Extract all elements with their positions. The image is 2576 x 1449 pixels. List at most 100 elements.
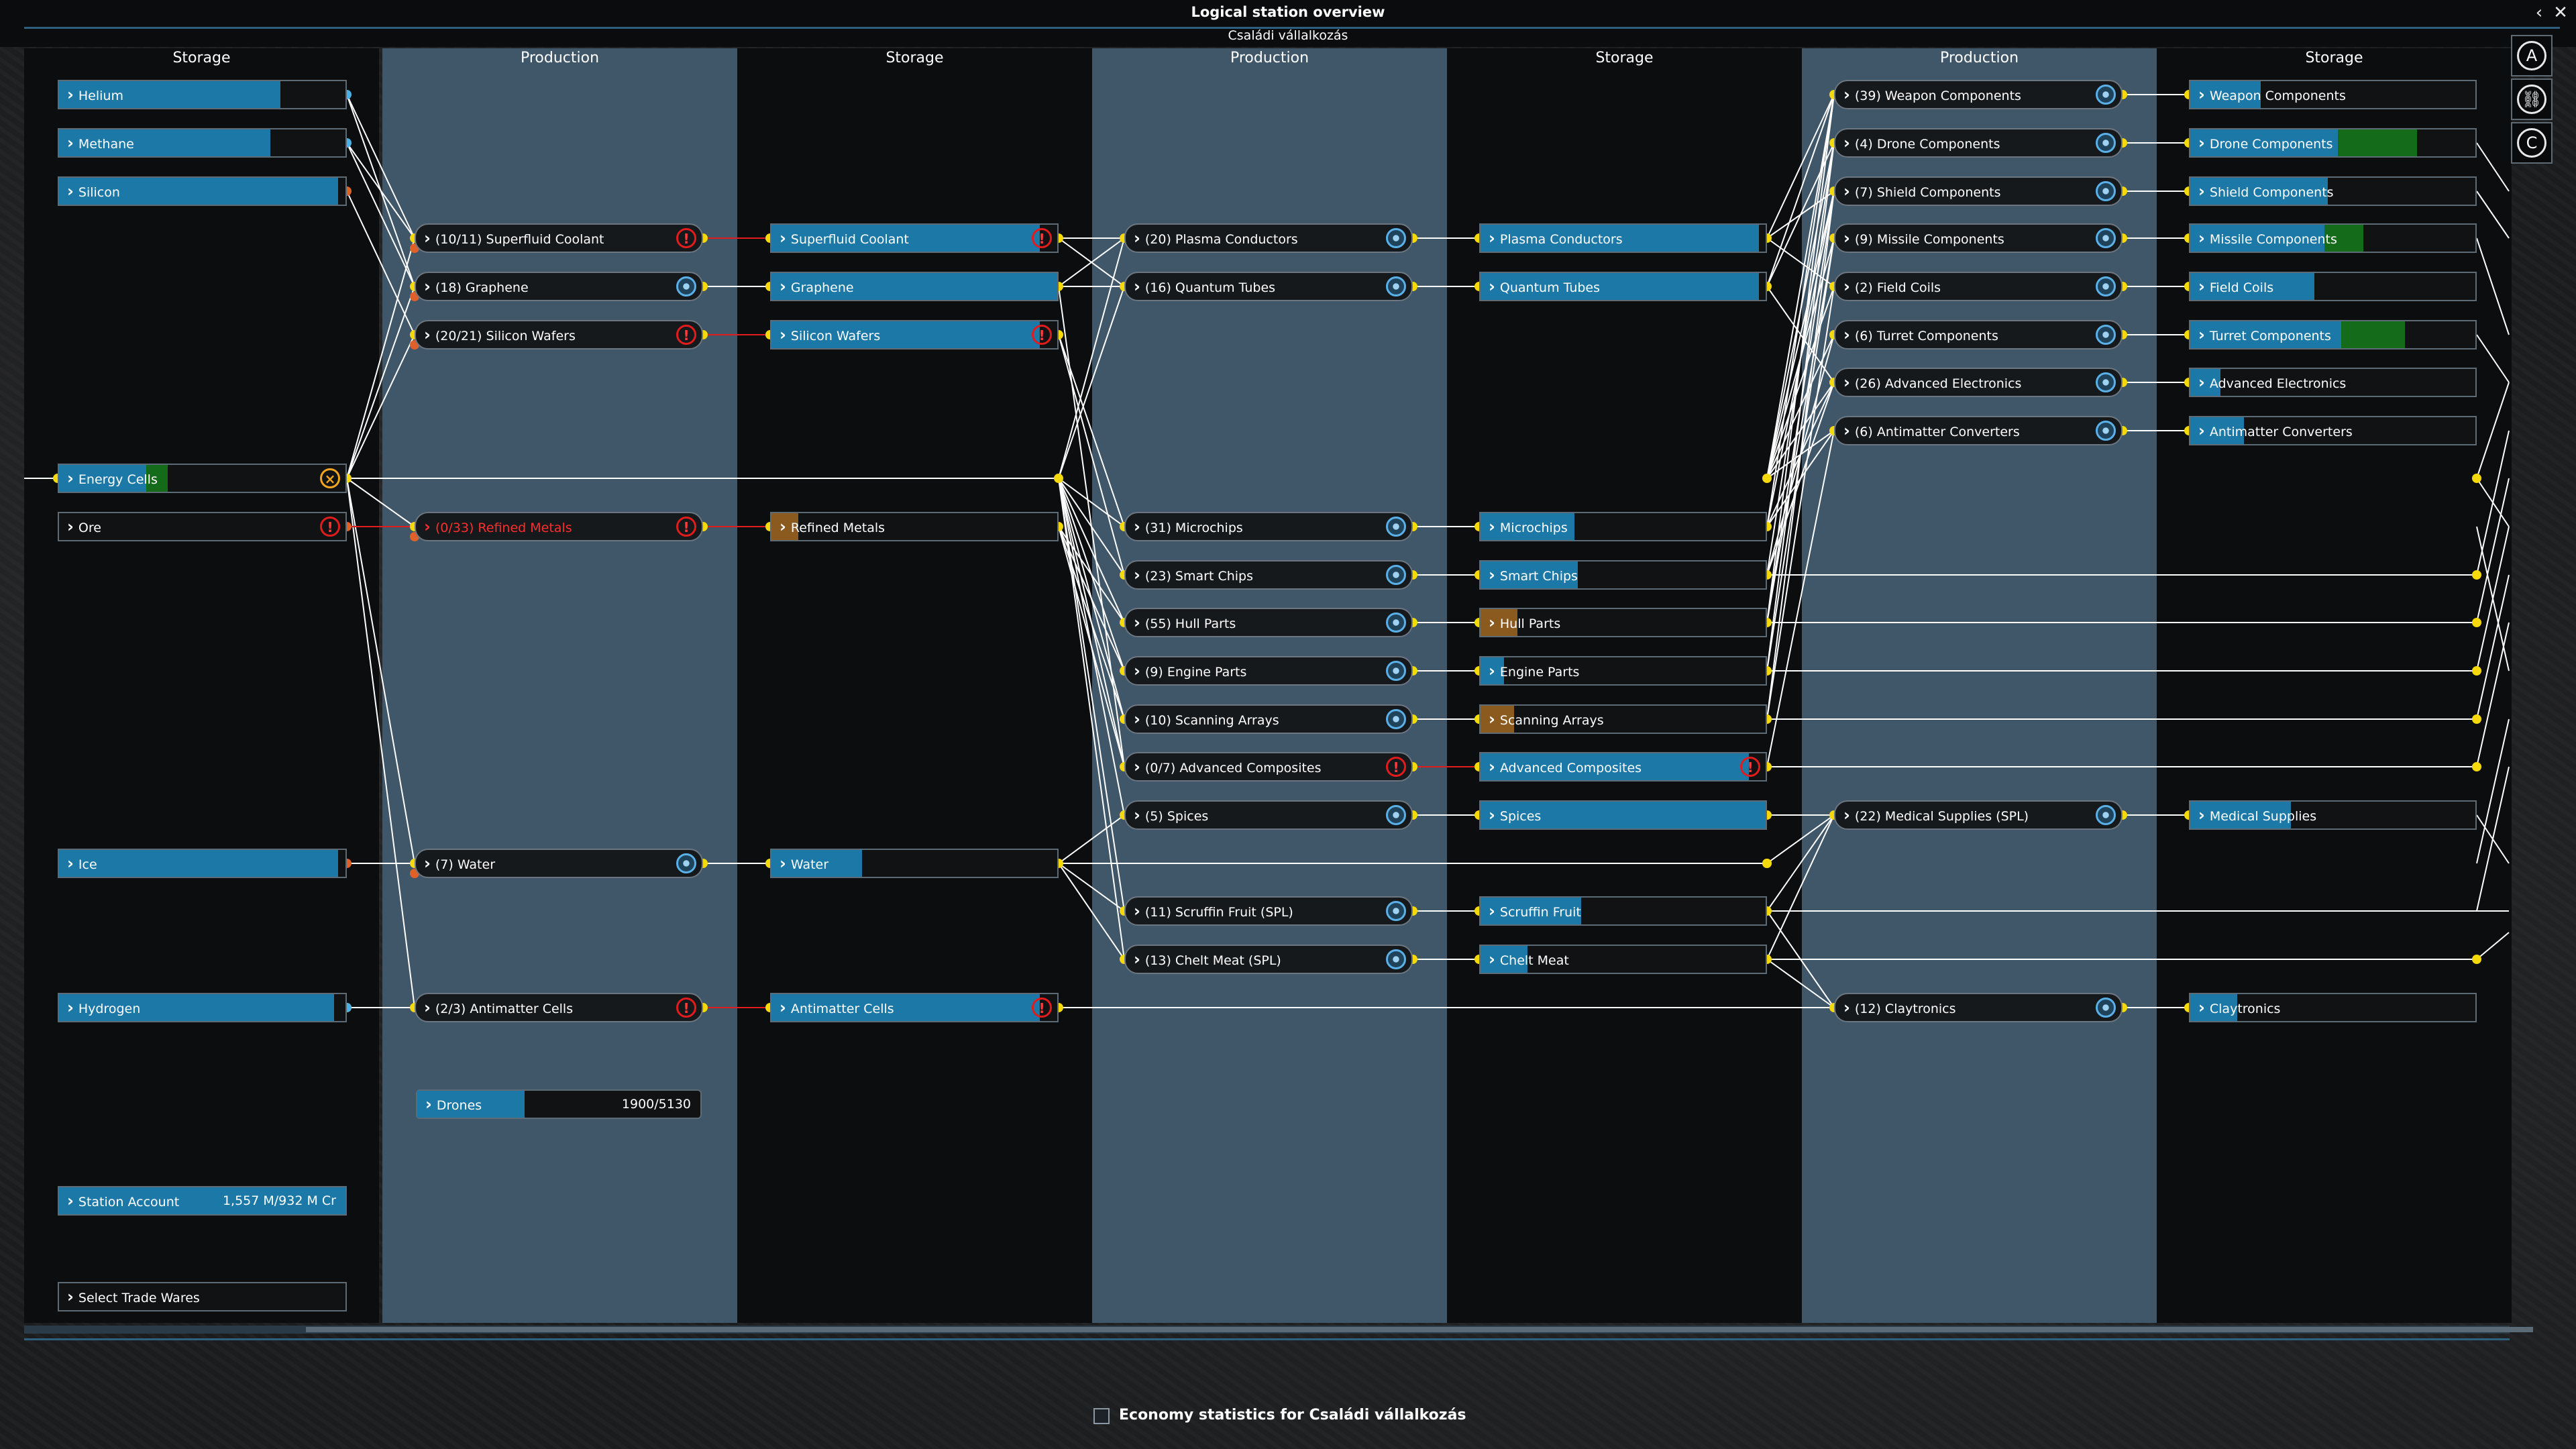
storage-helium[interactable]: Helium: [58, 80, 347, 109]
running-icon: [2096, 372, 2116, 392]
production-superfluid-coolant[interactable]: (10/11) Superfluid Coolant !: [415, 223, 703, 253]
production-graphene[interactable]: (18) Graphene: [415, 272, 703, 301]
storage-shield-components[interactable]: Shield Components: [2189, 176, 2477, 206]
storage-silicon-wafers[interactable]: Silicon Wafers !: [770, 320, 1059, 350]
module-label: (18) Graphene: [424, 273, 529, 301]
storage-drone-components[interactable]: Drone Components: [2189, 128, 2477, 158]
storage-scanning-arrays[interactable]: Scanning Arrays: [1479, 704, 1767, 734]
close-button[interactable]: ✕: [2553, 3, 2568, 23]
production-medical-supplies[interactable]: (22) Medical Supplies (SPL): [1834, 800, 2123, 830]
scrollbar-thumb[interactable]: [306, 1327, 2533, 1332]
running-icon: [1386, 276, 1406, 297]
storage-advanced-electronics[interactable]: Advanced Electronics: [2189, 368, 2477, 397]
running-icon: [1386, 517, 1406, 537]
production-antimatter-converters[interactable]: (6) Antimatter Converters: [1834, 416, 2123, 445]
credits-button[interactable]: C: [2511, 122, 2553, 164]
running-icon: [1386, 709, 1406, 729]
module-label: (9) Engine Parts: [1134, 657, 1247, 686]
production-advanced-composites[interactable]: (0/7) Advanced Composites !: [1124, 752, 1413, 782]
production-quantum-tubes[interactable]: (16) Quantum Tubes: [1124, 272, 1413, 301]
storage-medical-supplies[interactable]: Medical Supplies: [2189, 800, 2477, 830]
storage-engine-parts[interactable]: Engine Parts: [1479, 656, 1767, 686]
storage-claytronics[interactable]: Claytronics: [2189, 993, 2477, 1022]
storage-hydrogen[interactable]: Hydrogen: [58, 993, 347, 1022]
alert-icon: !: [1740, 757, 1760, 777]
storage-antimatter-cells[interactable]: Antimatter Cells !: [770, 993, 1059, 1022]
production-chelt-meat[interactable]: (13) Chelt Meat (SPL): [1124, 945, 1413, 974]
ware-label: Water: [780, 850, 828, 878]
running-icon: [1386, 901, 1406, 921]
storage-energy-cells[interactable]: Energy Cells ×: [58, 464, 347, 493]
storage-scruffin-fruit[interactable]: Scruffin Fruit: [1479, 896, 1767, 926]
network-button[interactable]: ⛓: [2511, 78, 2553, 120]
running-icon: [2096, 276, 2116, 297]
storage-superfluid-coolant[interactable]: Superfluid Coolant !: [770, 223, 1059, 253]
production-antimatter-cells[interactable]: (2/3) Antimatter Cells !: [415, 993, 703, 1022]
storage-advanced-composites[interactable]: Advanced Composites !: [1479, 752, 1767, 782]
drones-bar[interactable]: Drones 1900/5130: [416, 1089, 702, 1119]
storage-turret-components[interactable]: Turret Components: [2189, 320, 2477, 350]
production-weapon-components[interactable]: (39) Weapon Components: [1834, 80, 2123, 109]
storage-microchips[interactable]: Microchips: [1479, 512, 1767, 541]
column-header: Storage: [1595, 50, 1654, 66]
station-name: Családi vállalkozás: [1228, 28, 1348, 43]
storage-antimatter-converters[interactable]: Antimatter Converters: [2189, 416, 2477, 445]
economy-statistics-checkbox[interactable]: [1093, 1408, 1110, 1424]
autopilot-icon: A: [2517, 41, 2546, 70]
storage-quantum-tubes[interactable]: Quantum Tubes: [1479, 272, 1767, 301]
storage-weapon-components[interactable]: Weapon Components: [2189, 80, 2477, 109]
ware-label: Medical Supplies: [2198, 802, 2316, 830]
production-water[interactable]: (7) Water: [415, 849, 703, 878]
production-claytronics[interactable]: (12) Claytronics: [1834, 993, 2123, 1022]
back-button[interactable]: ‹: [2535, 3, 2543, 23]
storage-spices[interactable]: Spices: [1479, 800, 1767, 830]
storage-water[interactable]: Water: [770, 849, 1059, 878]
select-trade-wares-button[interactable]: Select Trade Wares: [58, 1282, 347, 1311]
production-plasma-conductors[interactable]: (20) Plasma Conductors: [1124, 223, 1413, 253]
production-drone-components[interactable]: (4) Drone Components: [1834, 128, 2123, 158]
bottom-divider: [24, 1338, 2510, 1340]
production-scanning-arrays[interactable]: (10) Scanning Arrays: [1124, 704, 1413, 734]
module-label: (4) Drone Components: [1843, 129, 2000, 158]
production-microchips[interactable]: (31) Microchips: [1124, 512, 1413, 541]
network-icon: ⛓: [2517, 85, 2546, 114]
module-label: (0/33) Refined Metals: [424, 513, 572, 541]
ware-label: Scanning Arrays: [1489, 706, 1604, 734]
running-icon: [1386, 949, 1406, 969]
storage-plasma-conductors[interactable]: Plasma Conductors: [1479, 223, 1767, 253]
storage-refined-metals[interactable]: Refined Metals: [770, 512, 1059, 541]
production-shield-components[interactable]: (7) Shield Components: [1834, 176, 2123, 206]
storage-chelt-meat[interactable]: Chelt Meat: [1479, 945, 1767, 974]
production-field-coils[interactable]: (2) Field Coils: [1834, 272, 2123, 301]
storage-hull-parts[interactable]: Hull Parts: [1479, 608, 1767, 637]
station-account[interactable]: Station Account 1,557 M/932 M Cr: [58, 1186, 347, 1216]
production-refined-metals[interactable]: (0/33) Refined Metals !: [415, 512, 703, 541]
ware-label: Helium: [67, 81, 123, 109]
production-turret-components[interactable]: (6) Turret Components: [1834, 320, 2123, 350]
module-label: (13) Chelt Meat (SPL): [1134, 946, 1281, 974]
production-scruffin-fruit[interactable]: (11) Scruffin Fruit (SPL): [1124, 896, 1413, 926]
running-icon: [1386, 228, 1406, 248]
production-hull-parts[interactable]: (55) Hull Parts: [1124, 608, 1413, 637]
storage-smart-chips[interactable]: Smart Chips: [1479, 560, 1767, 590]
production-spices[interactable]: (5) Spices: [1124, 800, 1413, 830]
storage-ore[interactable]: Ore !: [58, 512, 347, 541]
production-silicon-wafers[interactable]: (20/21) Silicon Wafers !: [415, 320, 703, 350]
storage-missile-components[interactable]: Missile Components: [2189, 223, 2477, 253]
production-engine-parts[interactable]: (9) Engine Parts: [1124, 656, 1413, 686]
module-label: (10/11) Superfluid Coolant: [424, 225, 604, 253]
storage-field-coils[interactable]: Field Coils: [2189, 272, 2477, 301]
column-storage-1: Storage: [24, 48, 379, 1323]
production-missile-components[interactable]: (9) Missile Components: [1834, 223, 2123, 253]
module-label: (12) Claytronics: [1843, 994, 1956, 1022]
module-label: (23) Smart Chips: [1134, 561, 1253, 590]
storage-methane[interactable]: Methane: [58, 128, 347, 158]
storage-ice[interactable]: Ice: [58, 849, 347, 878]
production-smart-chips[interactable]: (23) Smart Chips: [1124, 560, 1413, 590]
storage-silicon[interactable]: Silicon: [58, 176, 347, 206]
running-icon: [2096, 805, 2116, 825]
storage-graphene[interactable]: Graphene: [770, 272, 1059, 301]
horizontal-scrollbar[interactable]: [24, 1326, 2533, 1334]
production-advanced-electronics[interactable]: (26) Advanced Electronics: [1834, 368, 2123, 397]
autopilot-button[interactable]: A: [2511, 35, 2553, 76]
